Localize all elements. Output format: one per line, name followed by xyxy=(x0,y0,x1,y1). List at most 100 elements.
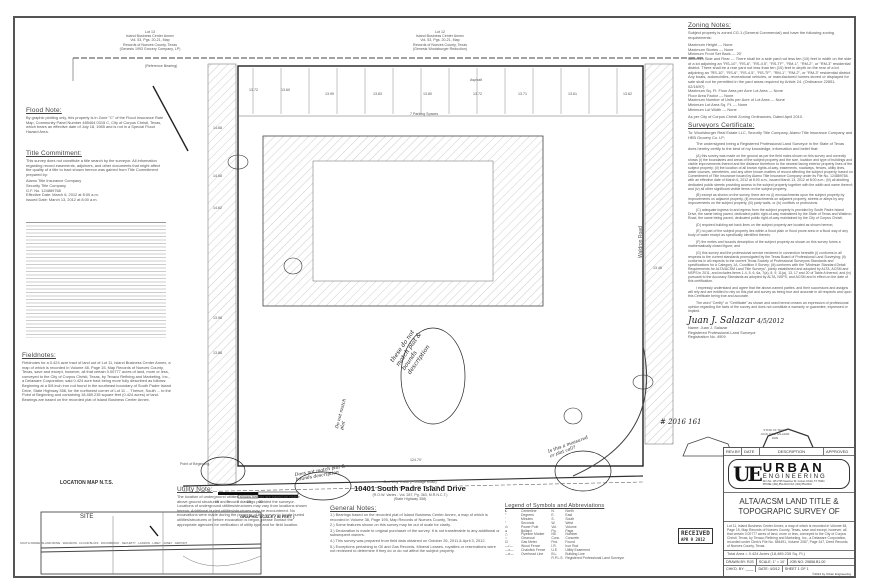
title-commitment-title: Title Commitment: xyxy=(26,150,82,157)
general-note: 4.) This survey was prepared from field … xyxy=(330,537,486,543)
zoning-notes: Zoning Notes: Subject property is zoned … xyxy=(688,22,853,120)
legend-abbreviation-item: W.West xyxy=(551,520,573,525)
spot-elevation: 13.98 xyxy=(213,316,222,320)
certificate-addressees: To: Woolsburger Real Estate LLC, Securit… xyxy=(688,130,853,140)
title-commitment: Title Commitment: This survey does not c… xyxy=(26,150,161,202)
spot-elevation: 13.62 xyxy=(623,92,632,96)
certificate-clause: (A) this survey was made on the ground a… xyxy=(688,153,853,191)
spot-elevation: 14.68 xyxy=(213,126,222,130)
utility-note-text: The location of underground utilities sh… xyxy=(177,494,307,527)
site-arrow xyxy=(149,525,159,537)
zoning-item: Maximum Sq. Ft. Floor Area per Acre Lot … xyxy=(688,88,783,94)
fieldnotes: Fieldnotes: Fieldnotes for a 0.424 acre … xyxy=(22,352,172,457)
general-note: 1.) Bearings based on the recorded plat … xyxy=(330,512,488,522)
spot-elevation: 13.88 xyxy=(213,351,222,355)
legend-symbol-item: ●Bollard xyxy=(505,528,532,533)
location-map-frame xyxy=(40,511,262,575)
property-description: Lot 11, Island Business Center Annex, a … xyxy=(727,524,848,548)
utility-note: Utility Note: The location of undergroun… xyxy=(177,486,307,527)
legend-symbol-item: ℄Centerline xyxy=(505,509,537,513)
legend-abbreviation-item: E.East xyxy=(551,512,573,517)
spot-elevation: 13.80 xyxy=(423,92,432,96)
tree-symbol xyxy=(632,374,654,390)
legend-abbreviation-item: Vol.Volume xyxy=(551,524,577,529)
legend-symbol-item: —/—Wood Fence xyxy=(505,544,541,549)
certificate-clauses: (A) this survey was made on the ground a… xyxy=(688,154,853,313)
zoning-intro: Subject property is zoned CG-1 (General … xyxy=(688,30,834,40)
property-boundary xyxy=(237,65,644,467)
legend: Legend of Symbols and Abbreviations ℄Cen… xyxy=(505,503,685,561)
frontage-road-label: One-Way Traffic (Frontage Road) xyxy=(383,480,437,484)
legend-abbreviation-item: B.L.Building Line xyxy=(551,551,585,556)
survey-sheet-border xyxy=(13,16,856,578)
legend-abbreviation-item: R.P.L.S.Registered Professional Land Sur… xyxy=(551,555,625,560)
zoning-item: Minimum Front Set Back --- 20' xyxy=(688,51,742,57)
reference-bearing-label: (Reference Bearing) xyxy=(145,64,178,68)
handwritten-circle xyxy=(200,456,246,486)
certificate-clause: I expressly understand and agree that th… xyxy=(688,286,852,299)
legend-symbol-item: —e—Overhead Line xyxy=(505,551,544,556)
spot-elevation: 13.60 xyxy=(281,88,290,92)
hatched-strip-west xyxy=(207,63,237,485)
certificate-clause: (E) no part of the subject property lies… xyxy=(688,229,848,238)
building-interior xyxy=(312,160,494,282)
legend-symbol-item: ⊡Gas Meter xyxy=(505,540,537,545)
spot-elevation: 14.68 xyxy=(213,174,222,178)
zoning-item: Minimum Lot Area Sq. Ft. --- None xyxy=(688,101,748,107)
certificate-clause: (G) this survey and the professional ser… xyxy=(688,250,852,284)
reference-bearing-arrow xyxy=(152,85,189,152)
street-address-block: One-Way Traffic (Frontage Road) 10401 So… xyxy=(340,480,480,502)
certificate-clause: (C) adequate ingress to and egress from … xyxy=(688,208,852,221)
received-stamp-text: RECEIVED xyxy=(681,530,710,537)
legend-symbol-item: 'Minutes xyxy=(505,516,533,521)
hatched-strip-east xyxy=(644,63,674,445)
zoning-item: Minimum Lot Width --- None xyxy=(688,106,737,112)
exceptions-list xyxy=(26,222,166,342)
fieldnotes-title: Fieldnotes: xyxy=(22,352,56,359)
flood-note-text: By graphic plotting only, this property … xyxy=(26,115,164,134)
zoning-item: Maximum Height --- None xyxy=(688,42,733,48)
tree-symbol xyxy=(283,257,303,275)
tree-symbol xyxy=(227,154,249,170)
flood-note-title: Flood Note: xyxy=(26,107,62,114)
highway-note: (State Highway 358) xyxy=(393,497,427,502)
legend-symbol-item: ⊙Power Pole xyxy=(505,524,539,529)
waldron-road-curve xyxy=(572,345,648,477)
surveyor-signature-block: Juan J. Salazar 4/5/2012 Name: Juan J. S… xyxy=(688,316,785,340)
certificate-clause: (B) except as shown on the survey, there… xyxy=(688,193,845,206)
copyright: ©2012 by Urban Engineering xyxy=(812,571,851,576)
highway-line xyxy=(182,481,644,493)
utility-note-title: Utility Note: xyxy=(177,486,213,493)
certificate-intro: The undersigned being a Registered Profe… xyxy=(688,141,845,151)
general-note: 3.) Declaration is made to original purc… xyxy=(330,527,500,538)
received-stamp: RECEIVED APR 9 2012 xyxy=(678,528,713,544)
general-note: 5.) Exceptions pertaining to Oil and Gas… xyxy=(330,543,496,554)
location-map-site-label: SITE xyxy=(80,514,94,520)
spot-elevation: 13.71 xyxy=(518,92,527,96)
zoning-item: Maximum Stories --- None xyxy=(688,46,734,52)
received-stamp-date: APR 9 2012 xyxy=(681,537,706,542)
certificate-clause: (D) required building set back lines on … xyxy=(696,222,834,227)
general-note: 2.) Some features shown on this survey m… xyxy=(330,522,451,528)
certificate-clause: (F) the metes and bounds description of … xyxy=(688,240,841,249)
title-commitment-text: This survey does not constitute a title … xyxy=(26,158,161,177)
legend-abbreviation-item: I.R.Iron Rod xyxy=(551,544,579,549)
surveyors-certificate: Surveyors Certificate: To: Woolsburger R… xyxy=(688,122,853,340)
handwritten-circle xyxy=(400,327,466,425)
legend-title: Legend of Symbols and Abbreviations xyxy=(505,503,605,509)
spot-elevation: 14.62 xyxy=(213,206,222,210)
frontage-road-line xyxy=(182,475,644,487)
waldron-road-label: Waldron Road xyxy=(637,226,644,258)
handwritten-file-number: # 2016 161 xyxy=(660,418,702,426)
parking-stripes xyxy=(252,68,618,114)
general-notes: General Notes: 1.) Bearings based on the… xyxy=(330,505,500,554)
legend-symbol-item: ○Cleanout xyxy=(505,536,535,541)
